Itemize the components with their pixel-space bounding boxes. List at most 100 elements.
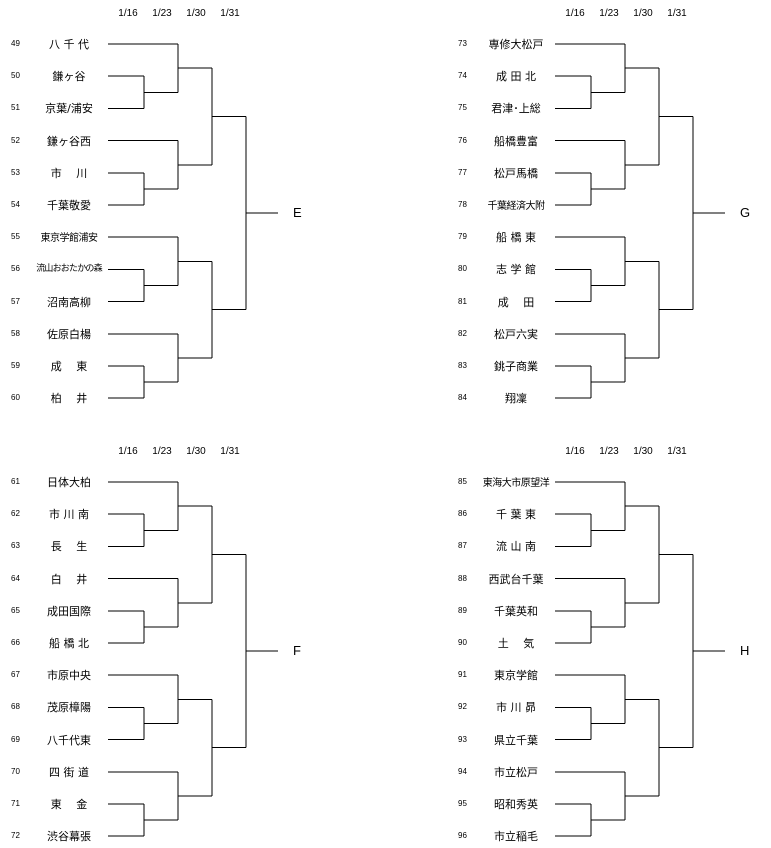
round-date-label: 1/31	[220, 446, 240, 457]
round-date-label: 1/16	[118, 8, 138, 19]
round-date-label: 1/30	[633, 8, 653, 19]
team-name: 成 田	[497, 295, 535, 309]
team-name: 船 橋 北	[49, 637, 89, 650]
team-name: 松戸六実	[494, 327, 538, 341]
seed-number: 96	[458, 831, 467, 841]
seed-number: 55	[11, 232, 20, 242]
seed-number: 66	[11, 638, 20, 647]
seed-number: 50	[11, 71, 20, 81]
team-name: 船橋豊富	[494, 134, 538, 148]
seed-number: 61	[11, 477, 20, 486]
seed-number: 84	[458, 393, 467, 403]
seed-number: 70	[11, 766, 20, 776]
team-name: 流山おおたかの森	[36, 264, 102, 275]
seed-number: 77	[458, 167, 467, 177]
seed-number: 68	[11, 702, 20, 712]
seed-number: 76	[458, 135, 467, 145]
team-name: 昭和秀英	[494, 798, 538, 811]
seed-number: 62	[11, 509, 20, 519]
seed-number: 78	[458, 200, 467, 209]
team-name: 長 生	[50, 540, 88, 554]
team-name: 東京学館浦安	[40, 233, 99, 245]
team-name: 柏 井	[50, 392, 88, 406]
team-name: 四 街 道	[49, 765, 89, 779]
team-name: 鎌ヶ谷西	[47, 134, 91, 148]
round-date-label: 1/31	[220, 8, 240, 19]
seed-number: 52	[11, 135, 20, 145]
team-name: 君津･上総	[491, 102, 541, 116]
seed-number: 54	[11, 200, 20, 209]
team-name: 市原中央	[47, 669, 91, 683]
team-name: 千葉英和	[494, 604, 538, 618]
seed-number: 60	[11, 393, 20, 403]
team-name: 東京学館	[494, 669, 538, 683]
team-name: 専修大松戸	[488, 38, 544, 51]
team-name: 西武台千葉	[488, 572, 544, 586]
seed-number: 64	[11, 573, 20, 583]
seed-number: 72	[11, 831, 20, 841]
team-name: 翔凜	[505, 392, 527, 406]
team-name: 流 山 南	[496, 540, 536, 554]
round-date-label: 1/30	[186, 8, 206, 19]
seed-number: 51	[11, 103, 20, 113]
team-name: 東海大市原望洋	[482, 478, 550, 489]
round-date-label: 1/16	[118, 446, 138, 457]
seed-number: 88	[458, 573, 467, 583]
round-date-label: 1/30	[186, 446, 206, 457]
seed-number: 89	[458, 605, 467, 615]
round-date-label: 1/31	[667, 8, 687, 19]
seed-number: 85	[458, 477, 467, 486]
seed-number: 86	[458, 509, 467, 519]
team-name: 成田国際	[47, 604, 91, 618]
team-name: 松戸馬橋	[494, 166, 538, 180]
team-name: 土 気	[497, 637, 535, 650]
block-letter: H	[740, 643, 750, 659]
seed-number: 75	[458, 103, 467, 113]
block-letter: E	[293, 205, 302, 221]
seed-number: 56	[11, 264, 20, 274]
team-name: 沼南高柳	[47, 295, 91, 309]
seed-number: 94	[458, 766, 467, 776]
seed-number: 57	[11, 296, 20, 306]
seed-number: 65	[11, 605, 20, 615]
team-name: 渋谷幕張	[47, 830, 91, 844]
seed-number: 95	[458, 799, 467, 808]
block-letter: G	[740, 205, 751, 221]
block-letter: F	[293, 643, 301, 659]
team-name: 千 葉 東	[496, 508, 536, 522]
seed-number: 58	[11, 328, 20, 338]
team-name: 成 田 北	[496, 70, 536, 84]
seed-number: 92	[458, 702, 467, 712]
team-name: 市 川 昴	[496, 701, 536, 715]
seed-number: 80	[458, 264, 467, 274]
seed-number: 83	[458, 361, 467, 370]
round-date-label: 1/23	[599, 446, 619, 457]
round-date-label: 1/16	[565, 446, 585, 457]
seed-number: 93	[458, 734, 467, 744]
round-date-label: 1/23	[152, 8, 172, 19]
team-name: 日体大柏	[47, 476, 91, 489]
seed-number: 74	[458, 71, 467, 81]
team-name: 鎌ヶ谷	[52, 70, 86, 84]
team-name: 千葉経済大附	[487, 201, 546, 212]
seed-number: 73	[458, 39, 467, 48]
team-name: 白 井	[50, 572, 88, 586]
round-date-label: 1/31	[667, 446, 687, 457]
round-date-label: 1/23	[152, 446, 172, 457]
team-name: 八 千 代	[49, 38, 89, 51]
seed-number: 49	[11, 39, 20, 48]
team-name: 佐原白楊	[47, 327, 91, 341]
team-name: 成 東	[50, 360, 88, 373]
team-name: 東 金	[50, 798, 88, 811]
seed-number: 87	[458, 541, 467, 551]
seed-number: 79	[458, 232, 467, 242]
seed-number: 81	[458, 296, 467, 306]
round-date-label: 1/23	[599, 8, 619, 19]
team-name: 県立千葉	[494, 733, 538, 747]
team-name: 市 川 南	[49, 508, 89, 522]
round-date-label: 1/30	[633, 446, 653, 457]
seed-number: 91	[458, 670, 467, 680]
seed-number: 82	[458, 328, 467, 338]
